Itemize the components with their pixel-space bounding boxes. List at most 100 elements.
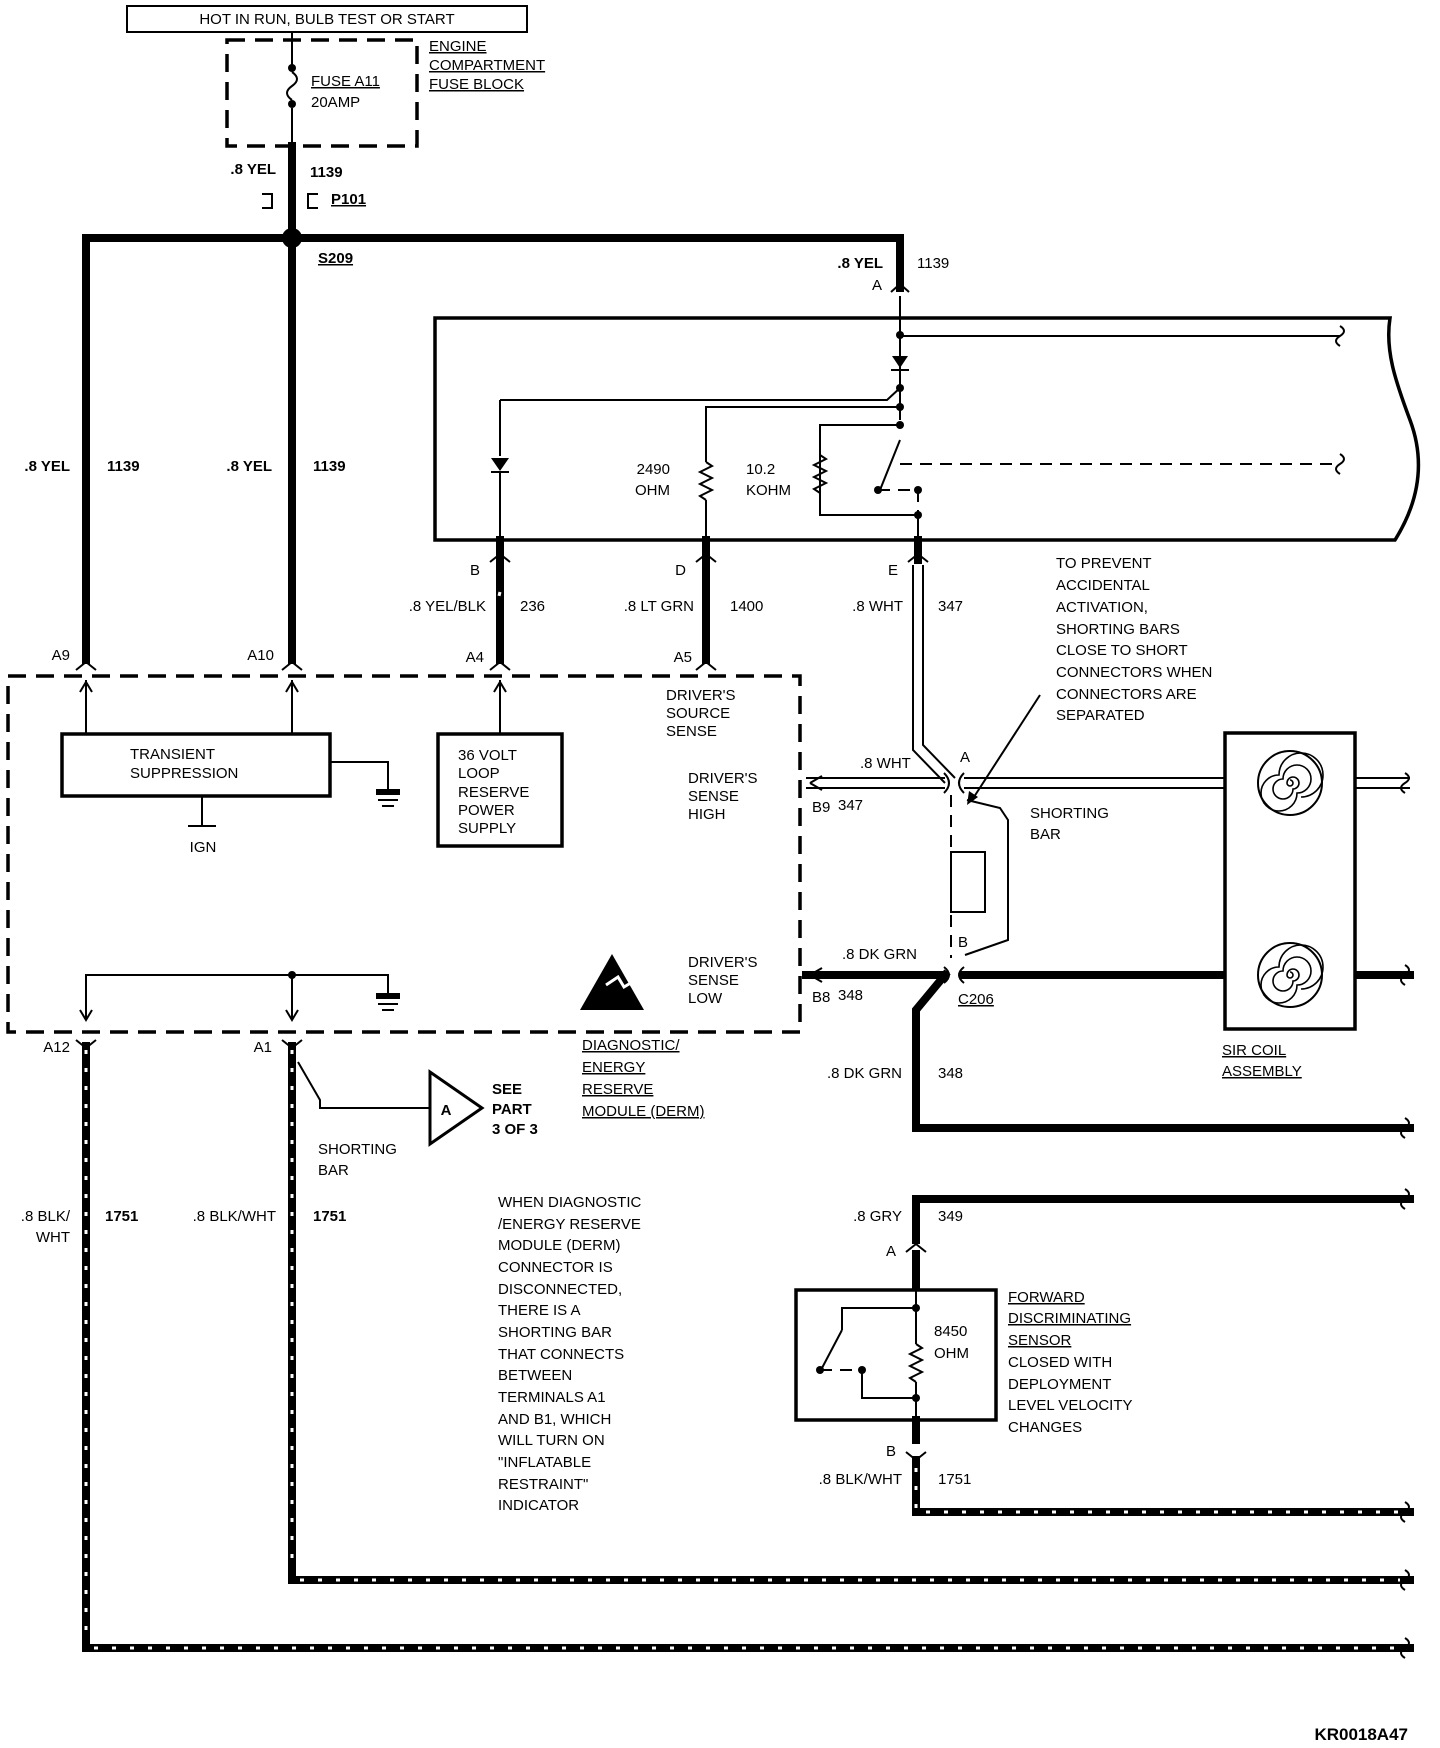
upper-module-outline — [433, 316, 1421, 542]
transient-suppression-box — [60, 732, 332, 798]
see-part-wire — [297, 1061, 430, 1109]
shorting-note-7: CONNECTORS ARE — [1056, 686, 1197, 703]
break-349-icon — [1400, 1188, 1410, 1210]
sensor-resistor-icon — [907, 1343, 925, 1383]
p101-connector-left — [262, 193, 273, 209]
fuse-block-outline — [225, 38, 419, 148]
sensor-node-bottom — [912, 1394, 920, 1402]
dk-grn-348-out — [912, 969, 1414, 1132]
shorting-note-2: ACCIDENTAL — [1056, 577, 1150, 594]
a1-shorting-2: BAR — [318, 1162, 349, 1179]
sensor-desc-3: LEVEL VELOCITY — [1008, 1397, 1133, 1414]
a9-arrow-icon — [79, 680, 93, 693]
sense-low-2: SENSE — [688, 972, 739, 989]
fuse-terminal-bottom — [288, 100, 296, 108]
derm-ground-bus — [85, 974, 389, 1020]
coil-spiral-top-icon — [1257, 750, 1324, 816]
pin-a9-connector — [75, 660, 97, 671]
resistor-2-loop — [819, 424, 918, 516]
diode-top-icon — [892, 356, 908, 368]
sense-high-3: HIGH — [688, 806, 726, 823]
derm-note-9: BETWEEN — [498, 1367, 572, 1384]
ign-label: IGN — [190, 839, 217, 856]
pin-b-connector — [489, 552, 511, 563]
resistor-2490-unit: OHM — [635, 482, 670, 499]
source-sense-2: SOURCE — [666, 705, 730, 722]
fuse-name: FUSE A11 — [311, 73, 380, 90]
fuse-block-title-2: COMPARTMENT — [429, 57, 545, 74]
sensor-switch-arm — [821, 1329, 843, 1369]
resistor-10k-value: 10.2 — [746, 461, 775, 478]
shorting-note-1: TO PREVENT — [1056, 555, 1152, 572]
c206-housing — [950, 851, 986, 913]
resistor-1-feed — [705, 406, 900, 462]
c206-pin-b: B — [958, 934, 968, 951]
a9-wire: .8 YEL — [24, 458, 70, 475]
sensor-desc-2: DEPLOYMENT — [1008, 1376, 1111, 1393]
sensor-pin-b: B — [886, 1443, 896, 1460]
wire-347-right — [922, 565, 956, 779]
a10-circuit: 1139 — [313, 458, 346, 475]
pin-e-label: E — [888, 562, 898, 579]
sir-coil-title-1: SIR COIL — [1222, 1042, 1286, 1059]
derm-name-4: MODULE (DERM) — [582, 1103, 705, 1120]
sensor-pin-a-connector — [905, 1242, 927, 1253]
diode-b-icon — [491, 458, 509, 471]
derm-note-12: WILL TURN ON — [498, 1432, 605, 1449]
fuse-block-title-1: ENGINE — [429, 38, 487, 55]
derm-note-5: DISCONNECTED, — [498, 1281, 622, 1298]
pin-b-label: B — [470, 562, 480, 579]
sensor-switch-return — [861, 1370, 916, 1399]
sir-coil-title-2: ASSEMBLY — [1222, 1063, 1302, 1080]
splice-s209-label: S209 — [318, 250, 353, 267]
sensor-resistor-value: 8450 — [934, 1323, 967, 1340]
a12-circuit: 1751 — [105, 1208, 138, 1225]
a12-arrow-icon — [79, 1009, 93, 1022]
a9-circuit: 1139 — [107, 458, 140, 475]
sensor-pin-a: A — [886, 1243, 896, 1260]
sensor-bottom-wire: .8 BLK/WHT — [819, 1471, 902, 1488]
reserve-line-5: SUPPLY — [458, 820, 516, 837]
wire-347-color: .8 WHT — [852, 598, 903, 615]
see-part-2: PART — [492, 1101, 532, 1118]
low-out-circuit: 348 — [938, 1065, 963, 1082]
see-part-triangle-icon — [428, 1069, 485, 1147]
pin-a10-connector — [281, 660, 303, 671]
resistor-10k-unit: KOHM — [746, 482, 791, 499]
wire-236-circuit: 236 — [520, 598, 545, 615]
low-wire-color: .8 DK GRN — [842, 946, 917, 963]
sense-low-1: DRIVER'S — [688, 954, 758, 971]
resistor-2490-value: 2490 — [637, 461, 670, 478]
pin-a10: A10 — [247, 647, 274, 664]
sensor-desc-4: CHANGES — [1008, 1419, 1082, 1436]
derm-note-3: MODULE (DERM) — [498, 1237, 621, 1254]
b8-pin: B8 — [812, 989, 830, 1006]
node-5 — [914, 511, 922, 519]
transient-line-1: TRANSIENT — [130, 746, 215, 763]
module-switch-arm — [879, 439, 901, 491]
sensor-bottom-circuit: 1751 — [938, 1471, 971, 1488]
pin-a4: A4 — [466, 649, 484, 666]
shorting-bars-note: TO PREVENT ACCIDENTAL ACTIVATION, SHORTI… — [1056, 555, 1212, 724]
break-coil-top-icon — [1400, 772, 1410, 794]
source-sense-1: DRIVER'S — [666, 687, 736, 704]
top-feed-wire: .8 YEL — [230, 161, 276, 178]
c206-pin-a-right — [958, 772, 965, 794]
break-1751-sensor-icon — [1400, 1501, 1410, 1523]
reserve-supply-box — [436, 732, 564, 848]
derm-note-13: "INFLATABLE — [498, 1454, 591, 1471]
wire-1751-sensor-stripe — [914, 1468, 1400, 1514]
sensor-top-circuit: 349 — [938, 1208, 963, 1225]
a1-circuit: 1751 — [313, 1208, 346, 1225]
source-sense-3: SENSE — [666, 723, 717, 740]
break-1751-middle-icon — [1400, 1569, 1410, 1591]
derm-note-10: TERMINALS A1 — [498, 1389, 606, 1406]
pin-a1: A1 — [254, 1039, 272, 1056]
sensor-name-3: SENSOR — [1008, 1332, 1072, 1349]
derm-name-1: DIAGNOSTIC/ — [582, 1037, 680, 1054]
a10-arrow-icon — [285, 680, 299, 693]
wire-1400-circuit: 1400 — [730, 598, 763, 615]
transient-ground-wire — [330, 761, 389, 790]
c206-shorting-2: BAR — [1030, 826, 1061, 843]
see-part-letter: A — [441, 1102, 452, 1119]
